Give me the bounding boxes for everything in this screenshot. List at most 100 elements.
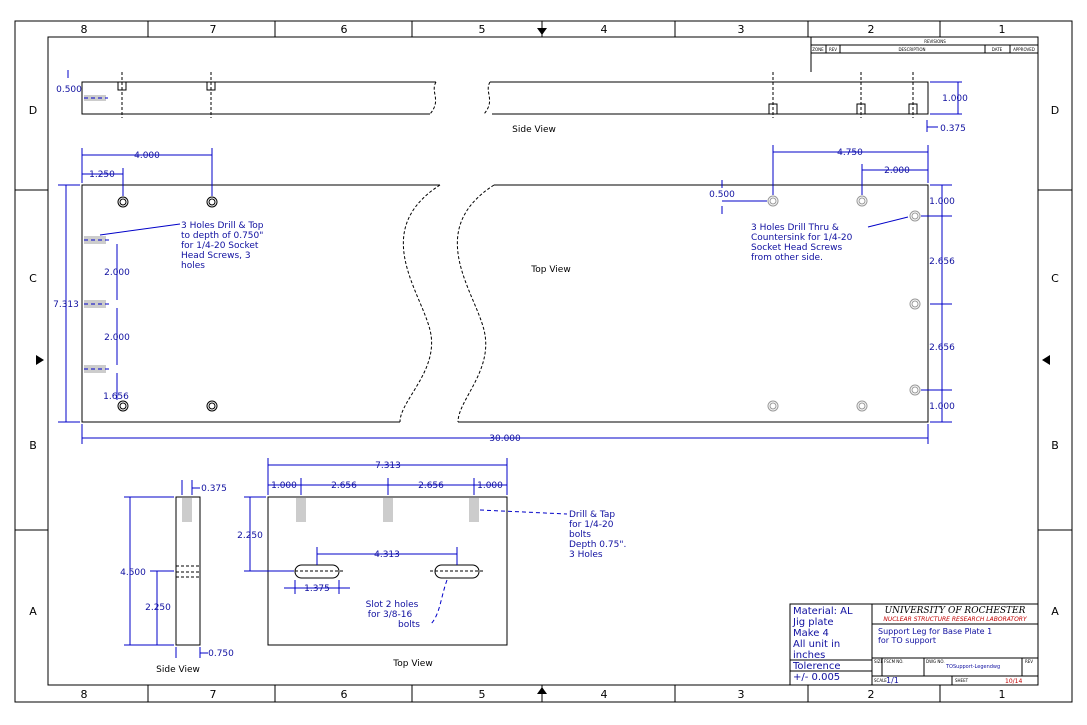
side-view-break-right [483,81,491,115]
dwg-number: TOSupport-Legendwg [945,664,1000,670]
zone-row-d-right: D [1051,104,1059,117]
dim-leg-top-4313: 4.313 [374,550,400,560]
tolerance-value: +/- 0.005 [793,672,840,683]
side-view-outline-left [81,81,436,115]
note-drill-4: Depth 0.75". [569,540,626,550]
countersunk-holes [767,195,921,412]
zone-row-a: A [29,605,37,618]
side-view-screws [117,72,918,118]
zone-col-2-bottom: 2 [868,688,875,701]
dim-2000-b: 2.000 [104,333,130,343]
revisions-title: REVISIONS [924,39,946,44]
dim-side-0500: 0.500 [56,85,82,95]
leg-side-view-label: Side View [156,665,200,675]
leg-side-view: 0.375 4.500 2.250 0.750 Side View [120,480,234,675]
note-left-2: to depth of 0.750" [181,231,263,241]
zone-row-d: D [29,104,37,117]
scale-label: SCALE [874,678,887,683]
lab-name: NUCLEAR STRUCTURE RESEARCH LABORATORY [883,616,1028,623]
zone-row-a-right: A [1051,605,1059,618]
rev-header-date: DATE [992,47,1003,52]
plate-break-right [456,184,495,423]
dim-2656-a: 2.656 [929,257,955,267]
tolerance-label: Tolerence [792,661,841,672]
dim-2000-r: 2.000 [884,166,910,176]
material-line-4: All unit in [793,639,840,650]
zone-col-7: 7 [210,23,217,36]
note-right-4: from other side. [751,253,823,263]
leg-top-view: 7.313 1.000 2.656 2.656 1.000 2.250 4.31… [237,458,626,669]
note-left-3: for 1/4-20 Socket [181,241,259,251]
fscm-label: FSCM NO. [884,659,904,664]
plate-break-left [399,184,441,423]
note-left-4: Head Screws, 3 [181,251,251,261]
zone-col-5: 5 [479,23,486,36]
dim-leg-0750: 0.750 [208,649,234,659]
material-line-3: Make 4 [793,628,829,639]
drawing-title-2: for TO support [878,636,936,645]
scale-value: 1/1 [886,676,899,685]
dim-1000-a: 1.000 [929,197,955,207]
dim-leg-top-1000-a: 1.000 [271,481,297,491]
side-tapped-holes [84,236,112,373]
dim-leg-4500: 4.500 [120,568,146,578]
dim-1000-b: 1.000 [929,402,955,412]
zone-col-1: 1 [999,23,1006,36]
zone-col-8-bottom: 8 [81,688,88,701]
zone-col-6-bottom: 6 [341,688,348,701]
side-view-outline-right [490,81,929,115]
zone-col-3: 3 [738,23,745,36]
outer-border [14,20,1073,703]
material-line-2: Jig plate [792,617,834,628]
zone-row-b-right: B [1051,439,1059,452]
dim-4750: 4.750 [837,148,863,158]
dim-leg-top-2656-b: 2.656 [418,481,444,491]
dim-4000: 4.000 [134,151,160,161]
material-line-1: Material: AL [793,606,853,617]
side-view: Side View 0.500 1.000 0.375 [56,70,968,135]
zone-labels: 8 7 6 5 4 3 2 1 8 7 6 5 4 3 2 1 D C B A … [29,23,1059,701]
note-drill-2: for 1/4-20 [569,520,614,530]
rev-label: REV [1025,659,1033,664]
top-view: Top View 4.000 1.250 7.313 2.000 2.000 1… [53,145,955,444]
plate-outline-left [81,184,440,423]
leg-top-view-label: Top View [392,659,432,669]
leg-side-outline [175,496,201,646]
side-view-label: Side View [512,125,556,135]
note-slot-1: Slot 2 holes [366,600,419,610]
zone-row-b: B [29,439,37,452]
side-view-break-left [429,81,437,115]
dim-leg-0375: 0.375 [201,484,227,494]
note-drill-5: 3 Holes [569,550,603,560]
note-right-1: 3 Holes Drill Thru & [751,223,839,233]
dim-leg-2250: 2.250 [145,603,171,613]
note-drill-1: Drill & Tap [569,510,615,520]
revision-block: REVISIONS ZONE REV DESCRIPTION DATE APPR… [810,36,1039,72]
size-label: SIZE [874,659,883,664]
sheet-value: 10/14 [1005,678,1022,685]
material-block: Material: AL Jig plate Make 4 All unit i… [789,603,873,686]
material-line-5: inches [793,650,825,661]
zone-col-4: 4 [601,23,608,36]
dim-leg-top-2656-a: 2.656 [331,481,357,491]
dim-2656-b: 2.656 [929,343,955,353]
zone-col-1-bottom: 1 [999,688,1006,701]
dim-2000-a: 2.000 [104,268,130,278]
dim-side-0375: 0.375 [940,124,966,134]
note-drill-3: bolts [569,530,591,540]
center-arrows [36,28,1050,694]
dim-7313: 7.313 [53,300,79,310]
dim-leg-top-1000-b: 1.000 [477,481,503,491]
zone-col-5-bottom: 5 [479,688,486,701]
dim-30000: 30.000 [489,434,521,444]
drawing-title-1: Support Leg for Base Plate 1 [878,627,992,636]
note-slot-3: bolts [398,620,420,630]
note-right-3: Socket Head Screws [751,243,842,253]
zone-row-c-right: C [1051,272,1059,285]
zone-col-3-bottom: 3 [738,688,745,701]
tapped-holes [117,196,218,412]
plate-outline-right [458,184,929,423]
zone-col-8: 8 [81,23,88,36]
top-view-label: Top View [530,265,570,275]
